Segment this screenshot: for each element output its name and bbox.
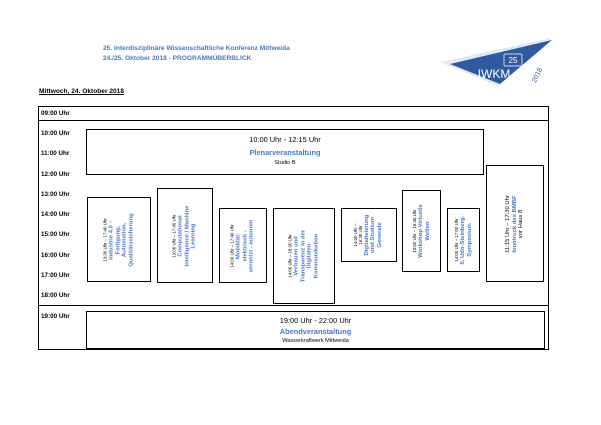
- session-title: elektrisch -: [242, 229, 249, 262]
- row-divider: [38, 120, 549, 121]
- session-computational-intelligence: 13:00 Uhr – 17:45 Uhr Computational Inte…: [157, 188, 213, 283]
- logo-text: IWKM: [478, 67, 511, 81]
- plenar-location: Studio B: [274, 160, 296, 166]
- abend-location: Wasserkraftwerk Mittweida: [282, 338, 349, 344]
- logo-year: 2018: [531, 67, 544, 84]
- program-subtitle: 24./25. Oktober 2018 - PROGRAMMÜBERBLICK: [103, 55, 252, 62]
- row-divider: [38, 305, 549, 306]
- session-udo-steinberg-symposium: 14:00 Uhr – 17:00 Uhr 5. Udo-Steinberg- …: [447, 208, 480, 272]
- day-heading: Mittwoch, 24. Oktober 2018: [39, 88, 125, 95]
- session-title: Computational: [177, 214, 184, 257]
- session-title: Symposium: [465, 223, 472, 257]
- time-label: 16:00 Uhr: [41, 252, 70, 259]
- session-vertrauen-transparenz: 14:00 Uhr – 18:30 Uhr Vertrauen und Tran…: [273, 208, 335, 304]
- session-title: Mobilität:: [235, 232, 242, 259]
- time-label: 10:00 Uhr: [41, 130, 70, 137]
- logo-number: 25: [509, 56, 518, 65]
- time-label: 11:00 Uhr: [41, 150, 70, 157]
- iwkm-logo: 25 IWKM 2018: [440, 38, 552, 86]
- schedule-frame: [38, 106, 549, 350]
- time-label: 09:00 Uhr: [41, 110, 70, 117]
- time-label: 14:00 Uhr: [41, 211, 70, 218]
- session-title: Industrie 4.0 –: [108, 219, 115, 260]
- plenar-title: Plenarveranstaltung: [249, 148, 321, 157]
- time-label: 13:00 Uhr: [41, 191, 70, 198]
- time-label: 18:00 Uhr: [41, 292, 70, 299]
- session-time: 14:00 Uhr – 17:00 Uhr: [453, 218, 459, 262]
- session-location: vor Haus 8: [518, 209, 525, 238]
- session-title: 5. Udo-Steinberg-: [459, 215, 466, 265]
- session-title: Intelligence / Machine: [184, 205, 191, 266]
- session-title: Workshop Virtuelle: [417, 204, 424, 258]
- plenar-session: 10:00 Uhr - 12:15 Uhr Plenarveranstaltun…: [86, 129, 484, 175]
- session-workshop-virtuelle-welten: 13:00 Uhr – 16:45 Uhr Workshop Virtuelle…: [402, 190, 441, 272]
- abend-time: 19:00 Uhr - 22:00 Uhr: [279, 316, 352, 325]
- time-label: 15:00 Uhr: [41, 231, 70, 238]
- abend-session: 19:00 Uhr - 22:00 Uhr Abendveranstaltung…: [86, 311, 545, 349]
- abend-title: Abendveranstaltung: [279, 327, 352, 336]
- session-innotruck: 11:15 Uhr – 17:30 Uhr Innotruck des BMBF…: [486, 165, 544, 282]
- conference-title: 25. Interdisziplinäre Wissenschaftliche …: [103, 45, 290, 52]
- time-label: 17:00 Uhr: [41, 272, 70, 279]
- session-industrie: 13:30 Uhr – 17:40 Uhr Industrie 4.0 – Fe…: [87, 197, 151, 282]
- session-title: Learning: [190, 223, 197, 248]
- session-title: Qualitätssicherung: [128, 212, 135, 267]
- session-time: 11:15 Uhr – 17:30 Uhr: [505, 194, 512, 253]
- session-title: Vertrauen und: [293, 236, 300, 276]
- session-title: Kommunikation: [313, 233, 320, 279]
- session-time: 13:00 Uhr – 16:45 Uhr: [411, 209, 417, 253]
- time-label: 19:00 Uhr: [41, 313, 70, 320]
- session-title: Generale: [377, 222, 384, 248]
- session-title: Welten: [423, 221, 430, 241]
- session-title: vernetzt - autonom: [248, 219, 255, 272]
- plenar-time: 10:00 Uhr - 12:15 Uhr: [249, 135, 321, 144]
- session-mobilitaet: 14:00 Uhr – 17:40 Uhr Mobilität: elektri…: [219, 208, 267, 283]
- time-label: 12:00 Uhr: [41, 171, 70, 178]
- session-digitalisierung-studium: 14:00 Uhr – 16:30 Uhr Digitalisierung un…: [341, 208, 397, 262]
